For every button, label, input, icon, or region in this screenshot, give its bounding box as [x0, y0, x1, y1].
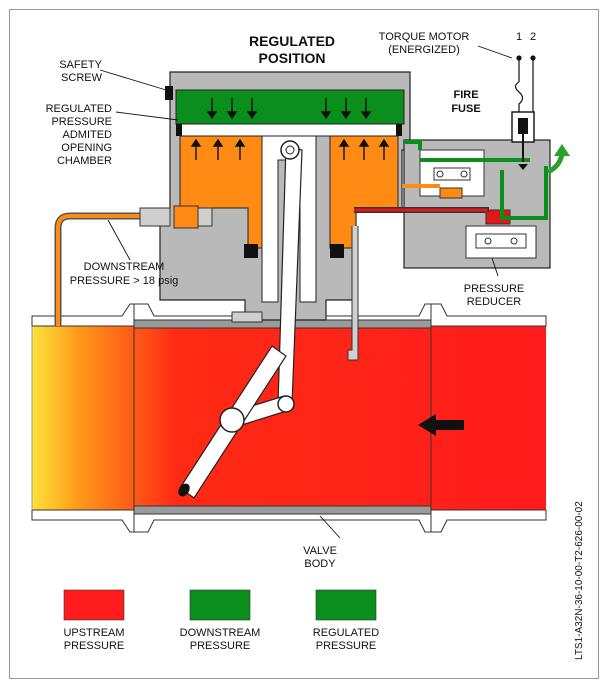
legend: UPSTREAM PRESSURE DOWNSTREAM PRESSURE RE…	[63, 589, 379, 652]
sense-line-fitting	[139, 207, 171, 227]
actuator-housing	[159, 71, 411, 321]
svg-text:OPENING: OPENING	[61, 142, 112, 154]
terminal-1-label: 1	[516, 31, 522, 43]
torque-motor-wiring	[514, 55, 536, 112]
label-downstream-pressure: DOWNSTREAM PRESSURE > 18 psig	[70, 261, 179, 287]
butterfly-linkage	[178, 140, 303, 499]
svg-text:TORQUE MOTOR: TORQUE MOTOR	[379, 31, 470, 43]
svg-text:SCREW: SCREW	[61, 72, 103, 84]
legend-item-downstream: DOWNSTREAM PRESSURE	[180, 589, 261, 652]
pressure-reducer-module	[354, 111, 551, 269]
piston-plate	[179, 123, 399, 137]
svg-text:CHAMBER: CHAMBER	[57, 155, 112, 167]
svg-text:POSITION: POSITION	[259, 50, 326, 66]
svg-text:PRESSURE: PRESSURE	[64, 640, 125, 652]
opening-force-arrows	[190, 138, 390, 160]
safety-screw	[165, 86, 173, 100]
svg-text:PRESSURE > 18 psig: PRESSURE > 18 psig	[70, 275, 179, 287]
label-pressure-reducer: PRESSURE REDUCER	[464, 283, 525, 308]
legend-swatch-regulated	[315, 589, 377, 621]
regulated-pressure-chamber	[175, 89, 405, 125]
svg-text:UPSTREAM: UPSTREAM	[63, 627, 124, 639]
regulated-force-arrows	[206, 98, 372, 120]
duct-bottom-wall	[31, 509, 547, 533]
downstream-sense-line	[54, 205, 213, 326]
label-safety-screw: SAFETY SCREW	[59, 59, 102, 84]
legend-swatch-upstream	[63, 589, 125, 621]
legend-item-upstream: UPSTREAM PRESSURE	[63, 589, 125, 652]
svg-text:PRESSURE: PRESSURE	[190, 640, 251, 652]
svg-text:REGULATED: REGULATED	[249, 33, 335, 49]
legend-item-regulated: REGULATED PRESSURE	[313, 589, 379, 652]
svg-text:SAFETY: SAFETY	[59, 59, 102, 71]
svg-text:PRESSURE: PRESSURE	[316, 640, 377, 652]
svg-text:DOWNSTREAM: DOWNSTREAM	[84, 261, 165, 273]
left-arrow-icon	[418, 414, 464, 436]
svg-text:VALVE: VALVE	[303, 545, 337, 557]
svg-text:BODY: BODY	[304, 558, 336, 570]
svg-text:REDUCER: REDUCER	[467, 296, 521, 308]
label-valve-body: VALVE BODY	[303, 545, 337, 570]
title: REGULATED POSITION	[249, 33, 335, 66]
svg-text:DOWNSTREAM: DOWNSTREAM	[180, 627, 261, 639]
svg-text:PRESSURE: PRESSURE	[464, 283, 525, 295]
svg-text:PRESSURE: PRESSURE	[51, 116, 112, 128]
leader-lines	[99, 45, 513, 539]
svg-text:FUSE: FUSE	[451, 103, 480, 115]
butterfly-shaft	[219, 407, 245, 433]
document-reference: LTS1-A32N-36-10-00-T2-626-00-02	[574, 501, 585, 660]
label-regulated-chamber: REGULATED PRESSURE ADMITED OPENING CHAMB…	[46, 103, 112, 167]
legend-swatch-downstream	[189, 589, 251, 621]
svg-text:(ENERGIZED): (ENERGIZED)	[388, 44, 460, 56]
svg-text:REGULATED: REGULATED	[46, 103, 112, 115]
label-torque-motor: TORQUE MOTOR (ENERGIZED) 1 2	[379, 31, 536, 56]
svg-text:FIRE: FIRE	[453, 89, 478, 101]
terminal-2-label: 2	[530, 31, 536, 43]
svg-text:REGULATED: REGULATED	[313, 627, 379, 639]
svg-text:ADMITED: ADMITED	[63, 129, 113, 141]
label-fire-fuse: FIRE FUSE	[451, 89, 480, 115]
upstream-tap-tube	[347, 226, 359, 361]
